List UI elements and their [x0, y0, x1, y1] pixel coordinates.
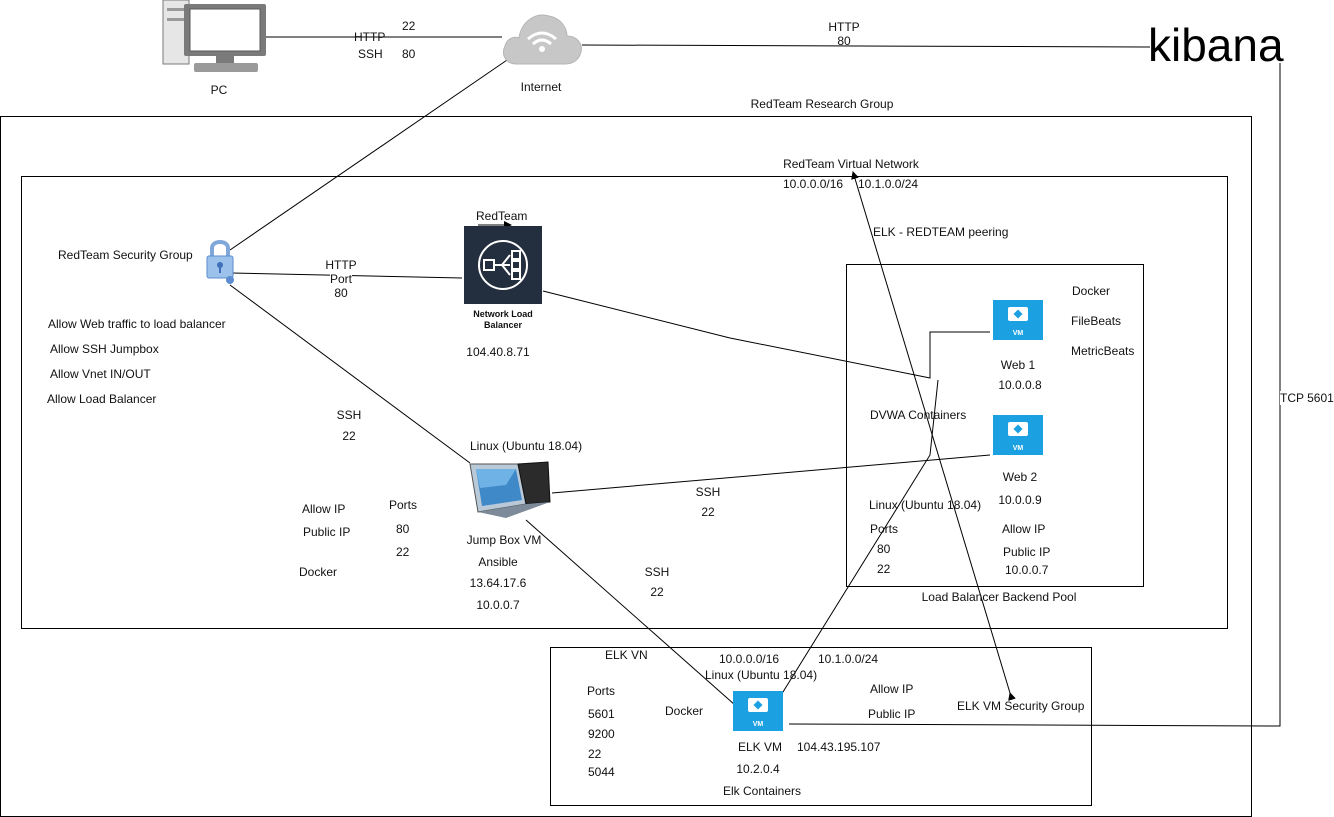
kibana-port-label: 80 — [837, 34, 851, 48]
elk-docker: Docker — [665, 704, 704, 718]
jumpbox-port-22: 22 — [396, 545, 410, 559]
elk-allow-ip: Allow IP — [870, 682, 914, 696]
elk-port-9200: 9200 — [588, 727, 615, 741]
vnet-box — [21, 176, 1228, 629]
sg-rule-3: Allow Vnet IN/OUT — [50, 367, 151, 381]
elk-ports-label: Ports — [587, 684, 616, 698]
pc-ssh-label: SSH — [358, 47, 383, 61]
jumpbox-docker: Docker — [299, 565, 338, 579]
sg-lb-port-label: Port — [329, 272, 353, 286]
vnet-cidr-b: 10.1.0.0/24 — [858, 177, 919, 191]
pool-allow-ip: Allow IP — [1002, 522, 1046, 536]
lock-icon — [206, 240, 234, 284]
internet-sg-line — [229, 57, 511, 251]
jumpbox-ports-label: Ports — [389, 498, 418, 512]
jump-elk-line — [525, 519, 736, 706]
jump-elk-port: 22 — [650, 585, 664, 599]
kibana-elk-line — [788, 63, 1281, 727]
elk-public-ip-label: Public IP — [868, 707, 916, 721]
pool-label: Load Balancer Backend Pool — [921, 590, 1077, 604]
web2-vm-icon: VM — [993, 415, 1043, 455]
vm-badge: VM — [1012, 330, 1024, 337]
jumpbox-public-ip-label: Public IP — [303, 525, 351, 539]
pool-port-80: 80 — [877, 542, 891, 556]
elk-port-22: 22 — [588, 747, 602, 761]
pool-public-ip: 10.0.0.7 — [1005, 563, 1049, 577]
lb-ip: 104.40.8.71 — [466, 345, 530, 359]
elk-vm-icon: VM — [733, 691, 783, 731]
elk-public-ip: 104.43.195.107 — [797, 740, 881, 754]
pc-port-22: 22 — [402, 19, 416, 33]
vm-badge: VM — [752, 721, 764, 728]
sg-lb-port: 80 — [334, 286, 348, 300]
elk-security-group: ELK VM Security Group — [957, 699, 1085, 713]
pool-metricbeats: MetricBeats — [1071, 344, 1135, 358]
elk-vm-name: ELK VM — [737, 740, 783, 754]
jumpbox-ansible: Ansible — [478, 555, 518, 569]
elk-vn-box — [550, 647, 1092, 806]
vnet-label: RedTeam Virtual Network — [783, 157, 919, 171]
elk-vn-label: ELK VN — [605, 648, 648, 662]
pc-port-80: 80 — [402, 47, 416, 61]
cloud-icon — [503, 14, 582, 65]
jumpbox-port-80: 80 — [396, 522, 410, 536]
kibana-label: kibana — [1148, 19, 1284, 71]
tcp-5601-label: TCP 5601 — [1280, 391, 1334, 405]
web1-vm-icon: VM — [993, 300, 1043, 340]
pc-icon — [162, 0, 266, 72]
peering-label: ELK - REDTEAM peering — [873, 225, 1009, 239]
internet-label: Internet — [520, 80, 562, 94]
security-group-label: RedTeam Security Group — [58, 248, 193, 262]
pool-dvwa: DVWA Containers — [870, 408, 967, 422]
lb-redteam-label: RedTeam — [476, 209, 528, 223]
jump-web-ssh: SSH — [695, 485, 721, 499]
pc-label: PC — [210, 83, 228, 97]
jumpbox-allow-ip: Allow IP — [302, 502, 346, 516]
pool-filebeats: FileBeats — [1071, 314, 1122, 328]
kibana-http-label: HTTP — [828, 20, 860, 34]
sg-jump-port: 22 — [342, 429, 356, 443]
jumpbox-public-ip: 13.64.17.6 — [469, 576, 527, 590]
elk-containers: Elk Containers — [722, 784, 802, 798]
jumpbox-private-ip: 10.0.0.7 — [476, 598, 520, 612]
sg-jump-ssh: SSH — [336, 408, 362, 422]
pc-http-label: HTTP — [354, 30, 386, 44]
sg-rule-1: Allow Web traffic to load balancer — [48, 317, 226, 331]
pool-docker: Docker — [1072, 284, 1111, 298]
pool-public-ip-label: Public IP — [1003, 545, 1051, 559]
web1-ip: 10.0.0.8 — [998, 378, 1042, 392]
elk-port-5044: 5044 — [588, 765, 615, 779]
sg-lb-http: HTTP — [325, 258, 357, 272]
web2-name: Web 2 — [1002, 470, 1038, 484]
sg-rule-2: Allow SSH Jumpbox — [50, 342, 159, 356]
peering-line — [851, 171, 1016, 701]
elk-private-ip: 10.2.0.4 — [736, 762, 780, 776]
jump-elk-ssh: SSH — [644, 565, 670, 579]
jumpbox-os: Linux (Ubuntu 18.04) — [470, 439, 583, 453]
research-group-label: RedTeam Research Group — [750, 97, 894, 111]
pool-ports-label: Ports — [870, 522, 899, 536]
vnet-cidr-a: 10.0.0.0/16 — [783, 177, 844, 191]
pool-port-22: 22 — [877, 562, 891, 576]
lb-name-line1: Network Load — [473, 309, 533, 319]
elk-port-5601: 5601 — [588, 707, 615, 721]
jumpbox-name: Jump Box VM — [466, 533, 542, 547]
lb-name-line2: Balancer — [483, 320, 523, 330]
web1-name: Web 1 — [1000, 358, 1036, 372]
web2-ip: 10.0.0.9 — [998, 493, 1042, 507]
load-balancer-icon — [464, 226, 542, 304]
internet-kibana-line — [581, 44, 1151, 48]
jump-web-port: 22 — [701, 505, 715, 519]
backend-pool-box — [846, 264, 1144, 587]
elk-cidr-b: 10.1.0.0/24 — [818, 652, 879, 666]
vm-badge: VM — [1012, 445, 1024, 452]
elk-cidr-a: 10.0.0.0/16 — [719, 652, 780, 666]
elk-os: Linux (Ubuntu 18.04) — [705, 668, 818, 682]
server-icon — [469, 461, 551, 518]
pool-os: Linux (Ubuntu 18.04) — [869, 498, 982, 512]
sg-jump-line — [229, 284, 471, 464]
sg-rule-4: Allow Load Balancer — [47, 392, 157, 406]
